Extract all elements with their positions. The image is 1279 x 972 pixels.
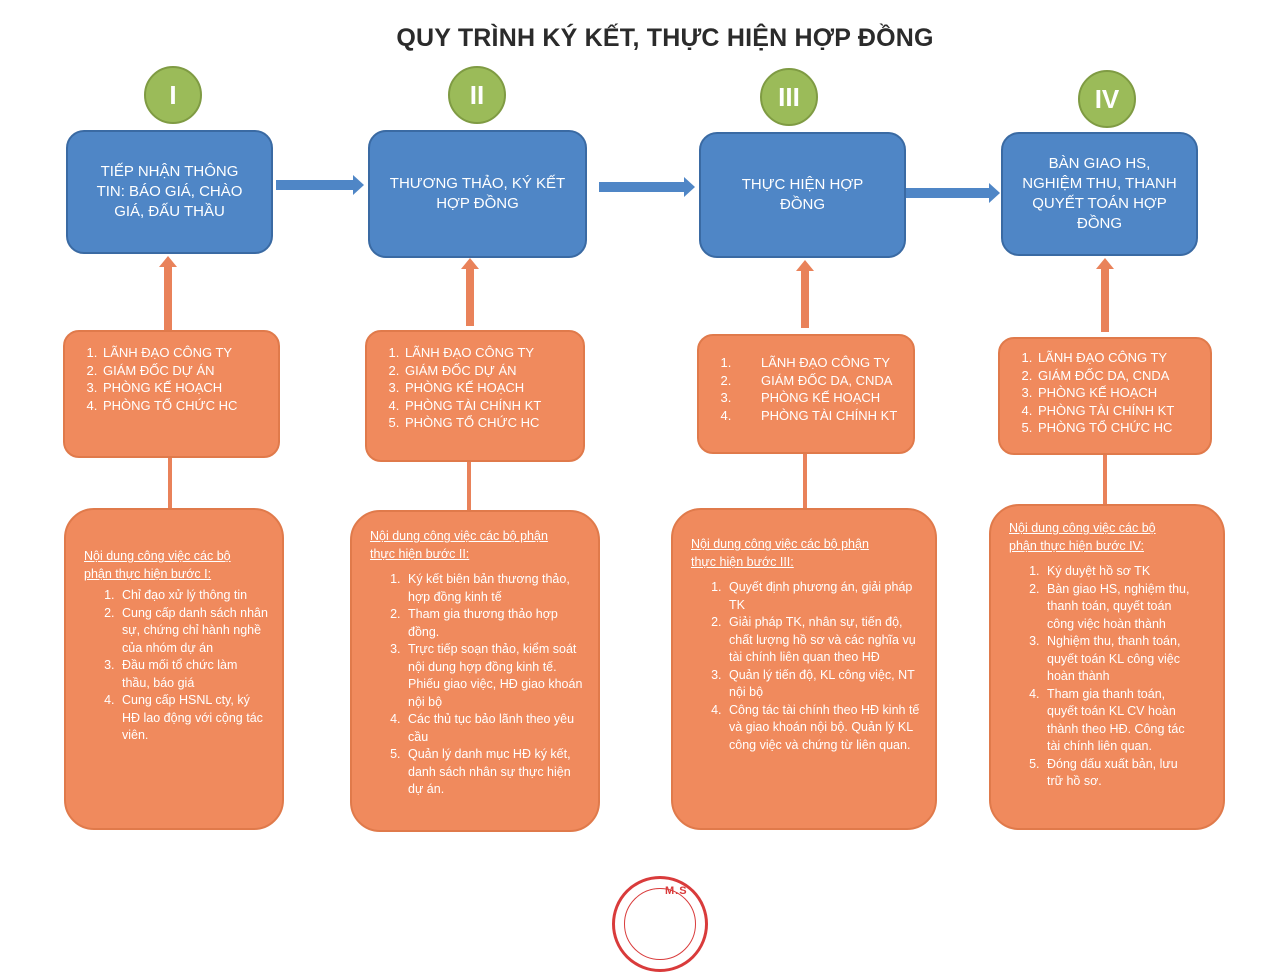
arrow-right-2: [599, 177, 695, 197]
step-box-3: THỰC HIỆN HỢP ĐỒNG: [699, 132, 906, 258]
arrow-right-3: [906, 183, 1000, 203]
step-line: ĐỒNG: [779, 196, 825, 213]
tasks-box-4: Nội dung công việc các bộ phận thực hiện…: [989, 504, 1225, 830]
tasks-heading: Nội dung công việc các bộ: [1009, 521, 1156, 535]
tasks-heading: Nội dung công việc các bộ phận: [370, 529, 548, 543]
step-line: GIÁ, ĐẤU THẦU: [114, 203, 225, 220]
arrow-up-2: [461, 258, 479, 326]
step-line: NGHIỆM THU, THANH: [1022, 175, 1177, 192]
department-item: LÃNH ĐẠO CÔNG TY: [735, 354, 903, 372]
tasks-heading: phận thực hiện bước I:: [84, 566, 212, 581]
seal-text: M.S: [665, 885, 688, 897]
stage-badge-2: II: [448, 66, 506, 124]
step-line: HỢP ĐỒNG: [436, 195, 519, 212]
task-item: Tham gia thanh toán, quyết toán KL CV ho…: [1043, 686, 1195, 756]
task-item: Công tác tài chính theo HĐ kinh tế và gi…: [725, 702, 921, 755]
department-item: LÃNH ĐẠO CÔNG TY: [101, 344, 268, 362]
task-item: Nghiệm thu, thanh toán, quyết toán KL cô…: [1043, 633, 1195, 686]
step-line: TIẾP NHẬN THÔNG: [100, 163, 239, 180]
stage-badge-1: I: [144, 66, 202, 124]
company-seal: M.S: [612, 876, 708, 972]
department-item: PHÒNG TỔ CHỨC HC: [101, 397, 268, 415]
department-item: PHÒNG TÀI CHÍNH KT: [1036, 402, 1200, 420]
tasks-box-3: Nội dung công việc các bộ phận thực hiện…: [671, 508, 937, 830]
tasks-box-2: Nội dung công việc các bộ phận thực hiện…: [350, 510, 600, 832]
step-box-2: THƯƠNG THẢO, KÝ KẾT HỢP ĐỒNG: [368, 130, 587, 258]
departments-box-4: LÃNH ĐẠO CÔNG TY GIÁM ĐỐC DA, CNDA PHÒNG…: [998, 337, 1212, 455]
department-item: PHÒNG KẾ HOẠCH: [403, 379, 573, 397]
task-item: Quản lý tiến độ, KL công việc, NT nội bộ: [725, 667, 921, 702]
task-item: Quản lý danh mục HĐ ký kết, danh sách nh…: [404, 746, 584, 799]
connector-line-2: [467, 462, 471, 512]
connector-line-3: [803, 454, 807, 510]
page-title: QUY TRÌNH KÝ KẾT, THỰC HIỆN HỢP ĐỒNG: [396, 24, 934, 52]
tasks-heading: thực hiện bước II:: [370, 546, 470, 561]
task-item: Quyết định phương án, giải pháp TK: [725, 579, 921, 614]
stage-badge-3: III: [760, 68, 818, 126]
task-item: Giải pháp TK, nhân sự, tiến độ, chất lượ…: [725, 614, 921, 667]
stage-badge-4: IV: [1078, 70, 1136, 128]
department-item: GIÁM ĐỐC DỰ ÁN: [101, 362, 268, 380]
step-line: BÀN GIAO HS,: [1048, 155, 1151, 172]
step-line: TIN: BÁO GIÁ, CHÀO: [96, 183, 243, 200]
task-item: Đóng dấu xuất bản, lưu trữ hồ sơ.: [1043, 756, 1195, 791]
arrow-up-4: [1096, 258, 1114, 332]
step-line: ĐỒNG: [1076, 215, 1122, 232]
department-item: GIÁM ĐỐC DA, CNDA: [1036, 367, 1200, 385]
tasks-heading: Nội dung công việc các bộ: [84, 549, 231, 563]
connector-line-1: [168, 458, 172, 510]
arrow-right-1: [276, 175, 364, 195]
departments-box-3: LÃNH ĐẠO CÔNG TY GIÁM ĐỐC DA, CNDA PHÒNG…: [697, 334, 915, 454]
department-item: PHÒNG KẾ HOẠCH: [101, 379, 268, 397]
department-item: PHÒNG TỔ CHỨC HC: [403, 414, 573, 432]
department-item: PHÒNG TÀI CHÍNH KT: [403, 397, 573, 415]
arrow-up-1: [159, 256, 177, 330]
task-item: Cung cấp HSNL cty, ký HĐ lao động với cộ…: [118, 692, 268, 745]
step-line: QUYẾT TOÁN HỢP: [1032, 195, 1167, 212]
tasks-heading: thực hiện bước III:: [691, 554, 794, 569]
task-item: Các thủ tục bảo lãnh theo yêu cầu: [404, 711, 584, 746]
department-item: PHÒNG TỔ CHỨC HC: [1036, 419, 1200, 437]
department-item: PHÒNG TÀI CHÍNH KT: [735, 407, 903, 425]
connector-line-4: [1103, 455, 1107, 506]
arrow-up-3: [796, 260, 814, 328]
department-item: LÃNH ĐẠO CÔNG TY: [1036, 349, 1200, 367]
department-item: GIÁM ĐỐC DA, CNDA: [735, 372, 903, 390]
department-item: LÃNH ĐẠO CÔNG TY: [403, 344, 573, 362]
department-item: PHÒNG KẾ HOẠCH: [735, 389, 903, 407]
department-item: GIÁM ĐỐC DỰ ÁN: [403, 362, 573, 380]
tasks-box-1: Nội dung công việc các bộ phận thực hiện…: [64, 508, 284, 830]
departments-box-1: LÃNH ĐẠO CÔNG TY GIÁM ĐỐC DỰ ÁN PHÒNG KẾ…: [63, 330, 280, 458]
task-item: Chỉ đạo xử lý thông tin: [118, 587, 268, 605]
task-item: Trực tiếp soạn thảo, kiểm soát nội dung …: [404, 641, 584, 711]
task-item: Cung cấp danh sách nhân sự, chứng chỉ hà…: [118, 605, 268, 658]
task-item: Tham gia thương thảo hợp đồng.: [404, 606, 584, 641]
departments-box-2: LÃNH ĐẠO CÔNG TY GIÁM ĐỐC DỰ ÁN PHÒNG KẾ…: [365, 330, 585, 462]
step-line: THỰC HIỆN HỢP: [741, 176, 864, 193]
task-item: Ký kết biên bản thương thảo, hợp đồng ki…: [404, 571, 584, 606]
step-box-1: TIẾP NHẬN THÔNG TIN: BÁO GIÁ, CHÀO GIÁ, …: [66, 130, 273, 254]
task-item: Đầu mối tổ chức làm thầu, báo giá: [118, 657, 268, 692]
step-line: THƯƠNG THẢO, KÝ KẾT: [389, 175, 566, 192]
tasks-heading: Nội dung công việc các bộ phận: [691, 537, 869, 551]
step-box-4: BÀN GIAO HS, NGHIỆM THU, THANH QUYẾT TOÁ…: [1001, 132, 1198, 256]
task-item: Bàn giao HS, nghiệm thu, thanh toán, quy…: [1043, 581, 1195, 634]
task-item: Ký duyệt hồ sơ TK: [1043, 563, 1195, 581]
tasks-heading: phận thực hiện bước IV:: [1009, 538, 1144, 553]
department-item: PHÒNG KẾ HOẠCH: [1036, 384, 1200, 402]
